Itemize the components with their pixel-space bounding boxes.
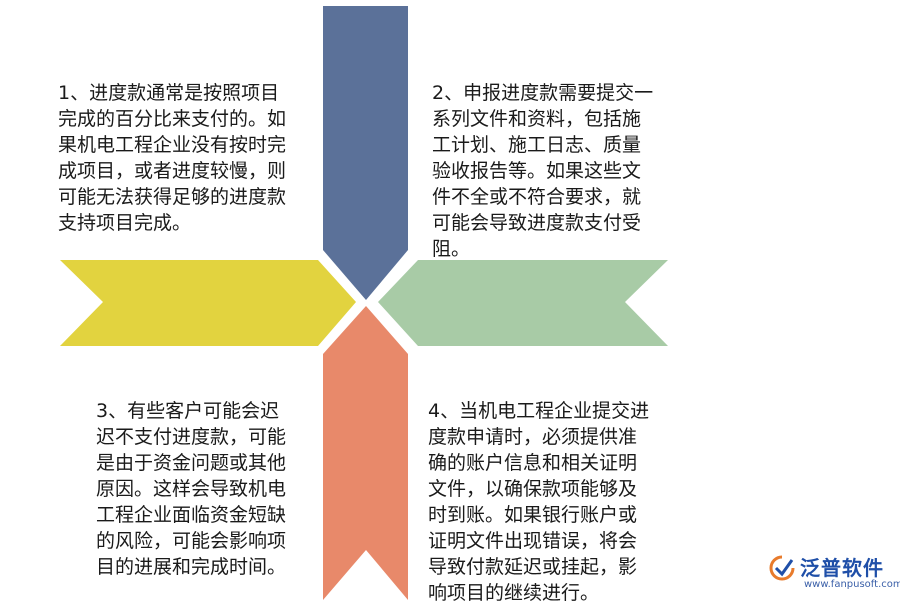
arrow-top	[323, 6, 408, 300]
quadrant-text-2: 2、申报进度款需要提交一 系列文件和资料，包括施 工计划、施工日志、质量 验收报…	[432, 82, 654, 260]
logo-url: www.fanpusoft.com	[804, 579, 900, 590]
quadrant-text-1: 1、进度款通常是按照项目 完成的百分比来支付的。如 果机电工程企业没有按时完 成…	[58, 82, 287, 234]
quadrant-text-3: 3、有些客户可能会迟 迟不支付进度款，可能 是由于资金问题或其他 原因。这样会导…	[96, 400, 287, 578]
company-logo: 泛普软件 www.fanpusoft.com	[768, 552, 900, 596]
arrow-left	[60, 260, 356, 346]
logo-name: 泛普软件	[800, 556, 884, 580]
arrow-right	[378, 260, 668, 346]
fanpu-logo-icon	[769, 555, 795, 581]
quadrant-text-4: 4、当机电工程企业提交进 度款申请时，必须提供准 确的账户信息和相关证明 文件，…	[428, 400, 650, 604]
arrow-bottom	[323, 306, 408, 600]
